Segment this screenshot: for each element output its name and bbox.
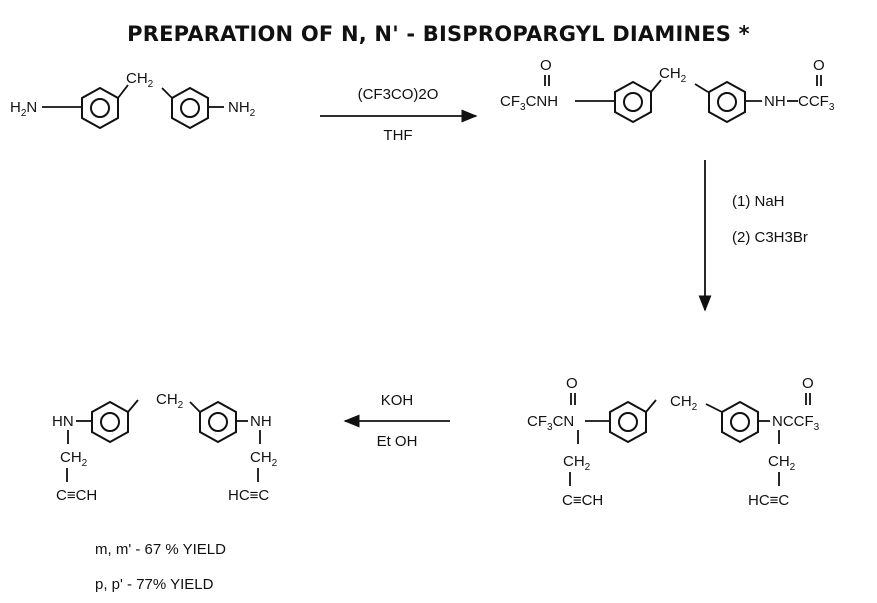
step3-reagent-top: KOH bbox=[381, 392, 414, 409]
step1-reagent-top: (CF3CO)2O bbox=[358, 86, 439, 103]
step1-reagent-bottom: THF bbox=[383, 127, 412, 144]
svg-text:H2N: H2N bbox=[10, 99, 37, 119]
step3-reagent-bottom: Et OH bbox=[377, 433, 418, 450]
svg-text:O: O bbox=[802, 375, 814, 392]
bis-trifluoroacetamide: O CF3CNH CH2 NH CCF3 O bbox=[500, 57, 835, 124]
svg-text:CH2: CH2 bbox=[768, 453, 796, 473]
starting-diamine: H2N CH2 NH2 bbox=[10, 70, 256, 130]
svg-text:NH2: NH2 bbox=[228, 99, 256, 119]
step2-reagent-line1: (1) NaH bbox=[732, 193, 785, 210]
svg-text:CH2: CH2 bbox=[250, 449, 278, 469]
svg-text:C≡CH: C≡CH bbox=[56, 487, 97, 504]
svg-text:NH: NH bbox=[250, 413, 272, 430]
scheme-title: PREPARATION OF N, N' - BISPROPARGYL DIAM… bbox=[127, 22, 750, 46]
svg-text:CCF3: CCF3 bbox=[798, 93, 835, 113]
svg-text:CH2: CH2 bbox=[563, 453, 591, 473]
svg-text:HN: HN bbox=[52, 413, 74, 430]
svg-text:NH: NH bbox=[764, 93, 786, 110]
svg-text:CF3CN: CF3CN bbox=[527, 413, 574, 433]
step2-reagent-line2: (2) C3H3Br bbox=[732, 229, 808, 246]
svg-text:CH2: CH2 bbox=[126, 70, 154, 90]
svg-text:O: O bbox=[813, 57, 825, 74]
bispropargyl-amide: O CF3CN CH2 C≡CH CH2 NCCF3 O CH2 HC≡C bbox=[527, 375, 820, 509]
svg-text:CH2: CH2 bbox=[156, 391, 184, 411]
svg-text:CH2: CH2 bbox=[60, 449, 88, 469]
bispropargyl-diamine-product: HN CH2 C≡CH CH2 NH CH2 HC≡C bbox=[52, 391, 278, 504]
yield-meta: m, m' - 67 % YIELD bbox=[95, 541, 226, 558]
svg-text:HC≡C: HC≡C bbox=[228, 487, 269, 504]
svg-text:NCCF3: NCCF3 bbox=[772, 413, 820, 433]
svg-text:O: O bbox=[566, 375, 578, 392]
svg-text:CF3CNH: CF3CNH bbox=[500, 93, 558, 113]
svg-text:C≡CH: C≡CH bbox=[562, 492, 603, 509]
svg-text:CH2: CH2 bbox=[659, 65, 687, 85]
svg-text:HC≡C: HC≡C bbox=[748, 492, 789, 509]
svg-text:CH2: CH2 bbox=[670, 393, 698, 413]
svg-text:O: O bbox=[540, 57, 552, 74]
yield-para: p, p' - 77% YIELD bbox=[95, 576, 214, 593]
